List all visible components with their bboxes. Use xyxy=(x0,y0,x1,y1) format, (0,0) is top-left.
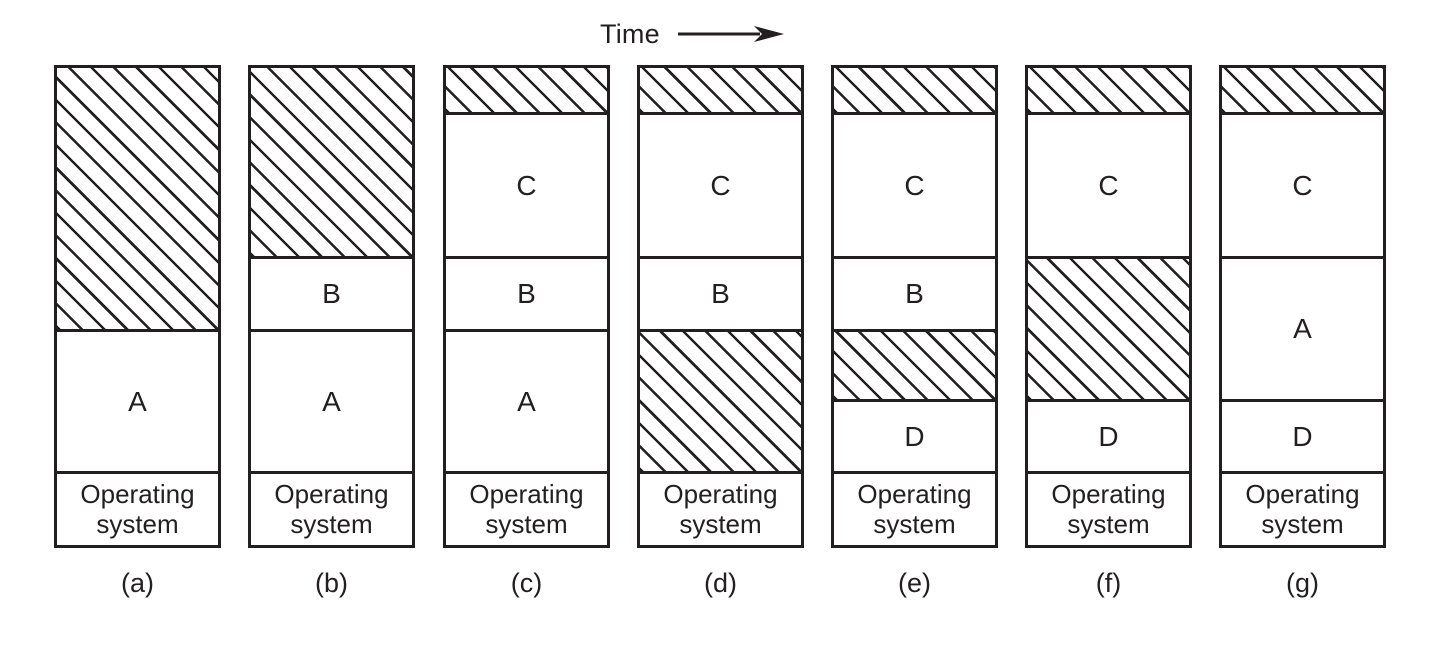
memory-block-label: B xyxy=(711,277,730,309)
memory-block-label: B xyxy=(905,277,924,309)
memory-column-g: C A D Operating system xyxy=(1219,65,1386,548)
memory-block-process-b: B xyxy=(251,258,412,332)
memory-column-b: B A Operating system xyxy=(248,65,415,548)
memory-block-process-c: C xyxy=(446,115,607,259)
memory-block-process-b: B xyxy=(446,258,607,332)
memory-column-d: C B Operating system xyxy=(637,65,804,548)
memory-block-label: Operating system xyxy=(1051,478,1166,540)
memory-block-process-d: D xyxy=(834,401,995,474)
memory-block-label: C xyxy=(1098,169,1119,201)
memory-block-process-c: C xyxy=(1028,115,1189,259)
memory-block-process-c: C xyxy=(1222,115,1383,259)
memory-block-free xyxy=(57,68,218,332)
memory-block-free xyxy=(1028,68,1189,116)
column-caption-c: (c) xyxy=(510,568,543,598)
column-caption-f: (f) xyxy=(1095,568,1122,598)
memory-block-label: C xyxy=(1292,169,1313,201)
memory-column-e: C B D Operating system xyxy=(831,65,998,548)
memory-block-label: C xyxy=(516,169,537,201)
column-caption-b: (b) xyxy=(315,568,348,598)
memory-block-label: D xyxy=(1098,420,1119,452)
memory-block-free xyxy=(251,68,412,259)
memory-block-free xyxy=(446,68,607,116)
memory-block-operating-system: Operating system xyxy=(446,473,607,545)
memory-block-free xyxy=(1028,258,1189,402)
memory-column-f: C D Operating system xyxy=(1025,65,1192,548)
memory-block-label: Operating system xyxy=(274,478,389,540)
memory-block-operating-system: Operating system xyxy=(1028,473,1189,545)
memory-block-label: A xyxy=(1293,312,1312,344)
time-axis-header: Time xyxy=(600,14,860,54)
memory-block-label: Operating system xyxy=(469,478,584,540)
memory-block-label: C xyxy=(710,169,731,201)
memory-block-label: Operating system xyxy=(80,478,195,540)
memory-block-process-c: C xyxy=(834,115,995,259)
memory-block-free xyxy=(834,331,995,402)
column-caption-d: (d) xyxy=(704,568,737,598)
memory-block-label: D xyxy=(1292,420,1313,452)
memory-block-label: A xyxy=(322,385,341,417)
memory-block-label: A xyxy=(517,385,536,417)
memory-block-operating-system: Operating system xyxy=(1222,473,1383,545)
memory-block-process-d: D xyxy=(1222,401,1383,474)
memory-block-label: B xyxy=(322,277,341,309)
memory-block-label: Operating system xyxy=(857,478,972,540)
memory-column-c: C B A Operating system xyxy=(443,65,610,548)
column-caption-g: (g) xyxy=(1286,568,1319,598)
memory-block-operating-system: Operating system xyxy=(251,473,412,545)
memory-block-process-b: B xyxy=(640,258,801,332)
memory-block-label: A xyxy=(128,385,147,417)
memory-block-operating-system: Operating system xyxy=(640,473,801,545)
column-caption-e: (e) xyxy=(898,568,931,598)
memory-block-label: B xyxy=(517,277,536,309)
memory-block-free xyxy=(834,68,995,116)
memory-block-operating-system: Operating system xyxy=(834,473,995,545)
time-axis-label: Time xyxy=(600,18,660,49)
column-caption-a: (a) xyxy=(121,568,154,598)
memory-block-free xyxy=(640,68,801,116)
memory-block-operating-system: Operating system xyxy=(57,473,218,545)
memory-block-free xyxy=(1222,68,1383,116)
memory-block-process-a: A xyxy=(1222,258,1383,402)
right-arrow-icon xyxy=(677,26,784,42)
memory-block-process-a: A xyxy=(57,331,218,474)
memory-block-process-c: C xyxy=(640,115,801,259)
memory-block-process-a: A xyxy=(446,331,607,474)
memory-column-a: A Operating system xyxy=(54,65,221,548)
memory-block-label: Operating system xyxy=(1245,478,1360,540)
memory-block-label: D xyxy=(904,420,925,452)
memory-block-label: C xyxy=(904,169,925,201)
memory-block-free xyxy=(640,331,801,474)
memory-block-label: Operating system xyxy=(663,478,778,540)
memory-block-process-a: A xyxy=(251,331,412,474)
memory-block-process-b: B xyxy=(834,258,995,332)
memory-block-process-d: D xyxy=(1028,401,1189,474)
